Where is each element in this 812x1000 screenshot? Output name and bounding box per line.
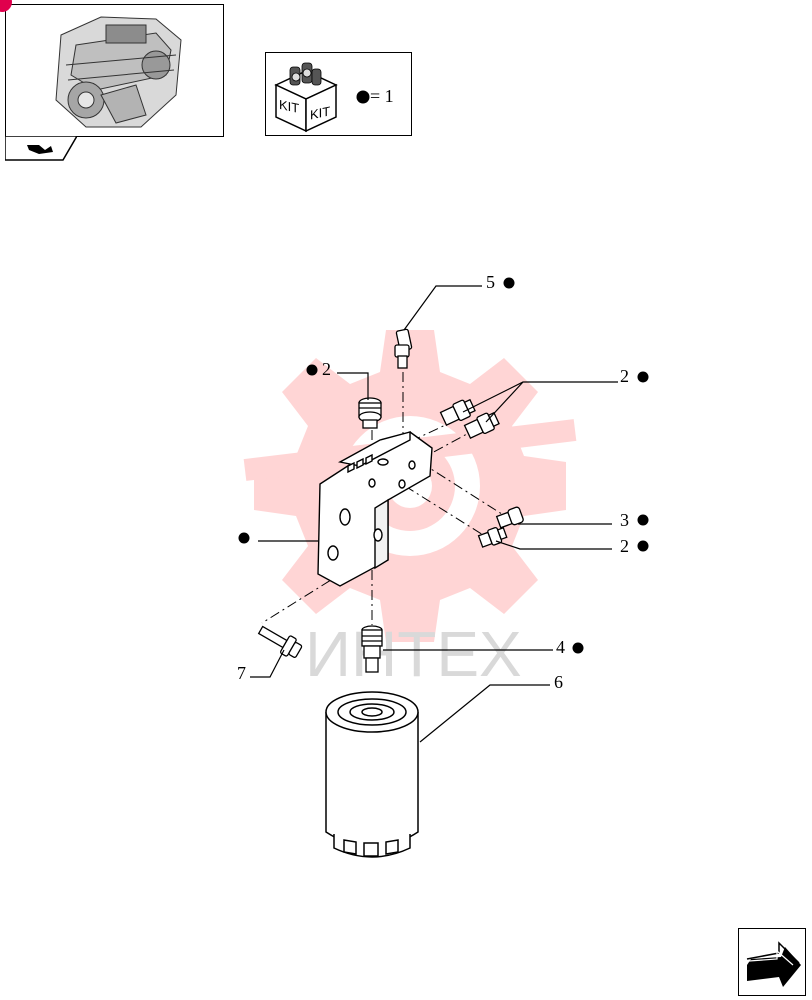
- bullet-2b: [637, 371, 649, 383]
- forward-arrow-icon[interactable]: [5, 136, 77, 162]
- kit-legend-box: KIT KIT: [265, 52, 412, 136]
- pressure-sensor-part: [394, 328, 413, 369]
- top-fitting-part: [358, 397, 382, 429]
- watermark-text: ИНТЕХ: [305, 618, 522, 690]
- bullet-4: [572, 642, 584, 654]
- corner-marker: [0, 0, 12, 12]
- callout-2c: 2: [620, 536, 629, 556]
- filter-head-bracket: [317, 431, 433, 587]
- kit-label-right: KIT: [310, 103, 330, 122]
- kit-label-left: KIT: [279, 97, 299, 116]
- bullet-3: [637, 514, 649, 526]
- callout-2b: 2: [620, 366, 629, 386]
- next-page-button[interactable]: [738, 928, 806, 996]
- bullet-2c: [637, 540, 649, 552]
- filter-cartridge-part: [325, 691, 419, 858]
- callout-7: 7: [237, 663, 246, 683]
- bolt-part: [257, 625, 303, 658]
- callout-6: 6: [554, 672, 563, 692]
- callout-2a: 2: [322, 359, 331, 379]
- bullet-5: [503, 277, 515, 289]
- next-page-arrow-icon: [746, 941, 801, 987]
- bullet-2a: [306, 364, 318, 376]
- kit-legend-text: = 1: [370, 86, 394, 106]
- lower-fitting-part: [477, 526, 508, 548]
- engine-assembly-icon: [55, 16, 182, 128]
- bullet-bracket: [238, 532, 250, 544]
- callout-5: 5: [486, 272, 495, 292]
- kit-bullet-icon: [356, 90, 370, 104]
- callout-3: 3: [620, 510, 629, 530]
- callout-4: 4: [556, 637, 565, 657]
- adapter-nipple-part: [361, 625, 383, 673]
- side-fittings-part: [439, 398, 500, 439]
- kit-box-icon: KIT KIT: [274, 62, 370, 133]
- engine-thumbnail[interactable]: [5, 4, 224, 137]
